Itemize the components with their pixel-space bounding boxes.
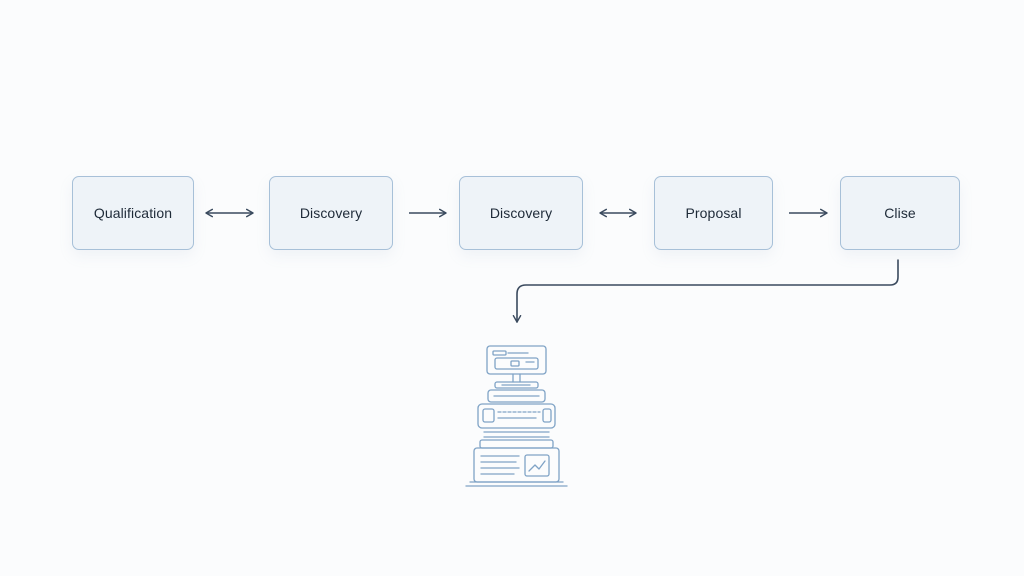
connector-close-system <box>512 259 899 323</box>
stage-label: Discovery <box>299 205 363 221</box>
stage-close: Clise <box>840 176 960 250</box>
stage-label: Clise <box>884 205 916 221</box>
stage-label: Qualification <box>93 205 173 221</box>
stage-qualification: Qualification <box>72 176 194 250</box>
stage-discovery-second: Discovery <box>459 176 583 250</box>
stage-proposal: Proposal <box>654 176 773 250</box>
stage-label: Discovery <box>489 205 553 221</box>
crm-system-icon <box>465 345 568 487</box>
stage-label: Proposal <box>685 205 742 221</box>
stage-discovery: Discovery <box>269 176 393 250</box>
